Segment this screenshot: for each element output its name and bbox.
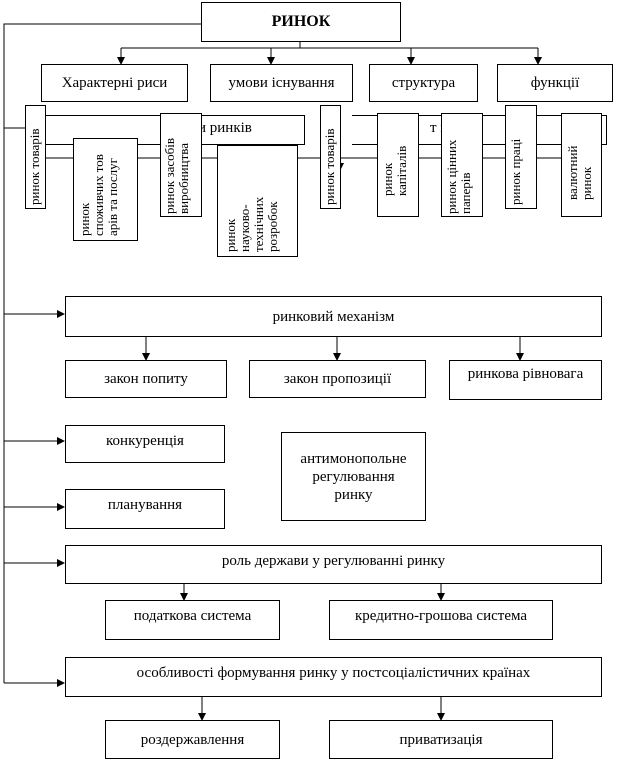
conditions-label: умови існування [228, 75, 335, 91]
supply-node: закон пропозиції [249, 360, 426, 398]
state-role-label: роль держави у регулюванні ринку [221, 553, 446, 569]
root-label: РИНОК [271, 13, 331, 30]
features-node: Характерні риси [41, 64, 188, 102]
antimonopoly-node: антимонопольне регулювання ринку [281, 432, 426, 521]
market-means-text: ринок засобів виробництва [162, 137, 191, 214]
mechanism-label: ринковий механізм [272, 308, 395, 325]
market-goods-1-box [25, 105, 46, 209]
privatization-node: приватизація [329, 720, 553, 759]
post-socialist-node: особливості формування ринку у постсоціа… [65, 657, 602, 697]
privatization-label: приватизація [399, 731, 483, 748]
mechanism-node: ринковий механізм [65, 296, 602, 337]
credit-system-node: кредитно-грошова система [329, 600, 553, 640]
conditions-node: умови існування [210, 64, 353, 102]
competition-label: конкуренція [106, 433, 184, 449]
planning-label: планування [107, 497, 183, 513]
demand-label: закон попиту [104, 371, 188, 387]
market-capital-box [377, 113, 419, 217]
market-scitech-box [217, 145, 298, 257]
equilibrium-label: ринкова рівновага [467, 366, 584, 382]
market-labor-text: ринок праці [508, 138, 523, 205]
competition-node: конкуренція [65, 425, 225, 463]
market-goods-2-box [320, 105, 341, 209]
market-goods-1-text: ринок товарів [27, 128, 42, 205]
equilibrium-node: ринкова рівновага [449, 360, 602, 400]
structure-node: структура [369, 64, 478, 102]
left-spine [3, 23, 201, 683]
tax-system-label: податкова система [133, 608, 252, 624]
supply-label: закон пропозиції [283, 371, 392, 387]
functions-label: функції [530, 75, 580, 91]
market-securities-box [441, 113, 483, 217]
credit-system-label: кредитно-грошова система [354, 608, 528, 624]
market-currency-text: валютний ринок [565, 145, 594, 200]
market-scitech-text: ринок науково- технічних розробок [223, 196, 280, 252]
destatization-label: роздержавлення [140, 731, 245, 748]
market-goods-2-text: ринок товарів [322, 128, 337, 205]
market-currency-box [561, 113, 602, 217]
market-consumer-text: ринок споживчих тов арів та послуг [77, 154, 120, 236]
post-socialist-label: особливості формування ринку у постсоціа… [136, 665, 531, 681]
state-role-node: роль держави у регулюванні ринку [65, 545, 602, 584]
market-labor-box [505, 105, 537, 209]
market-securities-text: ринок цінних паперів [444, 139, 473, 214]
market-capital-text: ринок капіталів [380, 145, 409, 196]
planning-node: планування [65, 489, 225, 529]
market-consumer-box [73, 138, 138, 241]
market-means-box [160, 113, 202, 217]
destatization-node: роздержавлення [105, 720, 280, 759]
antimonopoly-label: антимонопольне регулювання ринку [300, 450, 407, 503]
tax-system-node: податкова система [105, 600, 280, 640]
structure-row-left-text: и ринків [198, 120, 252, 136]
root-node: РИНОК [201, 2, 401, 42]
demand-node: закон попиту [65, 360, 227, 398]
structure-label: структура [391, 75, 456, 91]
features-label: Характерні риси [61, 75, 168, 91]
functions-node: функції [497, 64, 613, 102]
